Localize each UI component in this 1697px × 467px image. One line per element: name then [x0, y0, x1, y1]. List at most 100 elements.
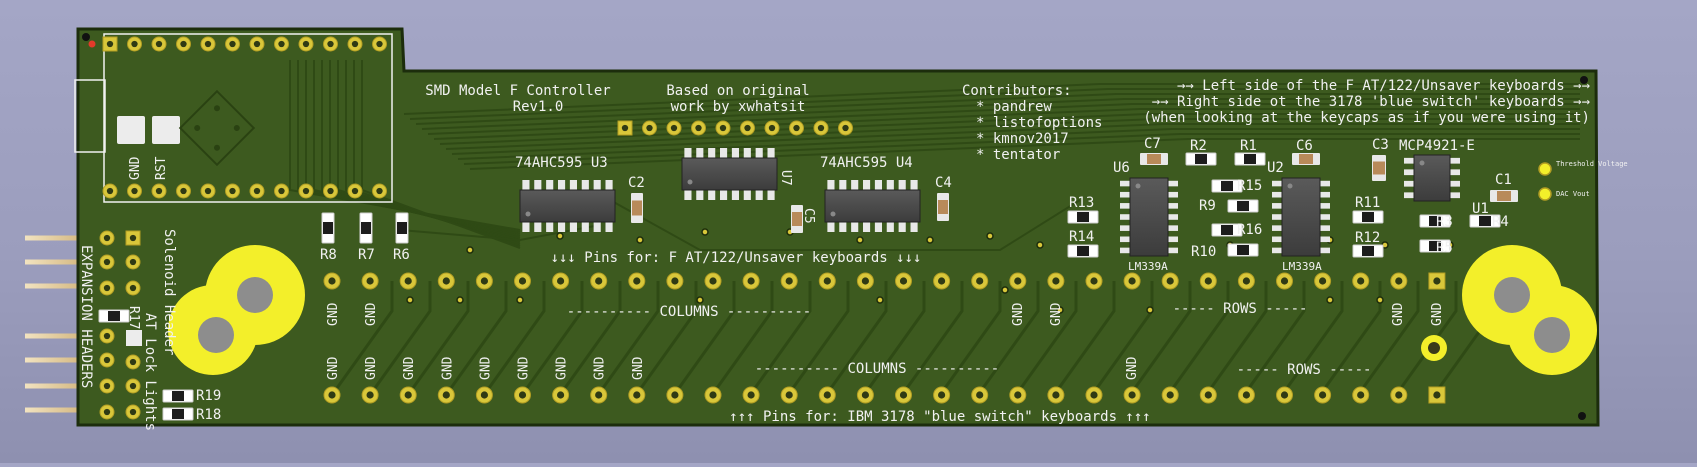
connector-pad: [628, 386, 646, 404]
via: [1376, 296, 1384, 304]
connector-pad: [780, 386, 798, 404]
connector-pad: [704, 386, 722, 404]
ref-r3: R3: [1436, 214, 1453, 230]
small-mounting-hole-center: [1428, 342, 1440, 354]
credit-line-2: work by xwhatsit: [671, 99, 806, 115]
fiducial: [82, 33, 90, 41]
smd-component: [1211, 223, 1243, 237]
rst-button-label: RST: [154, 156, 169, 180]
ref-lm339-a: LM339A: [1128, 260, 1168, 273]
ref-u7: U7: [778, 170, 793, 186]
smd-component: [162, 407, 194, 421]
module-pad: [249, 183, 265, 199]
ref-r13: R13: [1069, 195, 1094, 211]
module-pad: [323, 36, 338, 52]
header-pad: [125, 230, 141, 246]
solenoid-header-pads: [99, 230, 141, 296]
ref-r15: R15: [1237, 178, 1262, 194]
via: [701, 228, 709, 236]
ref-c6: C6: [1296, 138, 1313, 154]
led-marker: [88, 40, 96, 48]
pins-bottom-label: ↑↑↑ Pins for: IBM 3178 "blue switch" key…: [729, 409, 1150, 425]
connector-pad: [742, 272, 760, 290]
connector-pad: [818, 386, 836, 404]
ref-r14: R14: [1069, 229, 1094, 245]
connector-pad: [323, 272, 341, 290]
gnd-pin-label: GND: [364, 302, 379, 326]
orientation-note-2: →→ Right side ot the 3178 'blue switch' …: [1152, 94, 1590, 110]
connector-pad: [818, 272, 836, 290]
smd-component: [1067, 244, 1099, 258]
ref-r2: R2: [1190, 138, 1207, 154]
gnd-pin-label: GND: [326, 302, 341, 326]
controller-module-outline: [103, 33, 393, 203]
smd-component: [1211, 179, 1243, 193]
module-pad: [225, 183, 240, 199]
smd-component: [1227, 199, 1259, 213]
smd-component: [395, 212, 409, 244]
module-pad: [298, 183, 314, 199]
connector-pad: [437, 386, 455, 404]
ref-r16: R16: [1237, 222, 1262, 238]
gnd-pin-label: GND: [555, 356, 570, 380]
gnd-pin-label: GND: [440, 356, 455, 380]
orientation-note-3: (when looking at the keycaps as if you w…: [1143, 110, 1590, 126]
via: [516, 296, 524, 304]
ref-c7: C7: [1144, 136, 1161, 152]
smd-component: [321, 212, 335, 244]
module-pad: [176, 183, 191, 199]
rst-button-pad: [152, 116, 180, 144]
module-pad: [127, 36, 142, 52]
via: [636, 236, 644, 244]
header-pin: [25, 235, 105, 241]
ref-u6: U6: [1113, 160, 1130, 176]
chip-u6: [1120, 177, 1178, 257]
header-pad: [125, 280, 141, 296]
ref-r10: R10: [1191, 244, 1216, 260]
solenoid-header-label: Solenoid Header: [161, 229, 177, 355]
connector-pad: [628, 272, 646, 290]
passives: [98, 152, 1518, 421]
ref-c2: C2: [628, 175, 645, 191]
connector-pad: [1009, 272, 1027, 290]
threshold-voltage-testpoint: [1538, 162, 1552, 176]
smd-component: [359, 212, 373, 244]
connector-pad: [475, 386, 493, 404]
fiducial: [1580, 76, 1588, 84]
ref-c4: C4: [935, 175, 952, 191]
gnd-pin-label: GND: [1430, 302, 1445, 326]
ref-u4: 74AHC595 U4: [820, 155, 913, 171]
fiducial: [1578, 412, 1586, 420]
smd-component: [98, 309, 130, 323]
contributor-1: * pandrew: [976, 99, 1052, 115]
smd-component: [1067, 210, 1099, 224]
header-pad: [125, 354, 141, 370]
via: [1146, 306, 1154, 314]
via: [1326, 296, 1334, 304]
connector-pad: [1237, 386, 1255, 404]
capacitor: [937, 193, 949, 221]
columns-bottom-label: ---------- COLUMNS ----------: [755, 361, 999, 377]
connector-pad: [666, 272, 684, 290]
at-lock-lights-label: AT Lock Lights: [142, 313, 158, 431]
header-pad: [99, 404, 115, 420]
contributors-title: Contributors:: [962, 83, 1072, 99]
ref-r4: R4: [1492, 214, 1509, 230]
connector-pad: [1428, 272, 1446, 290]
via: [1001, 286, 1009, 294]
header-pad: [125, 254, 141, 270]
smd-component: [1234, 152, 1266, 166]
via: [876, 296, 884, 304]
columns-top-label: ---------- COLUMNS ----------: [567, 304, 811, 320]
module-pad: [127, 183, 142, 199]
gnd-pin-label: GND: [364, 356, 379, 380]
via: [986, 232, 994, 240]
header-pin: [25, 357, 105, 363]
smd-component: [1419, 239, 1451, 253]
module-pad: [200, 183, 216, 199]
header-pin: [25, 283, 105, 289]
contributor-4: * tentator: [976, 147, 1060, 163]
programming-pad: [838, 120, 853, 136]
via: [1036, 241, 1044, 249]
